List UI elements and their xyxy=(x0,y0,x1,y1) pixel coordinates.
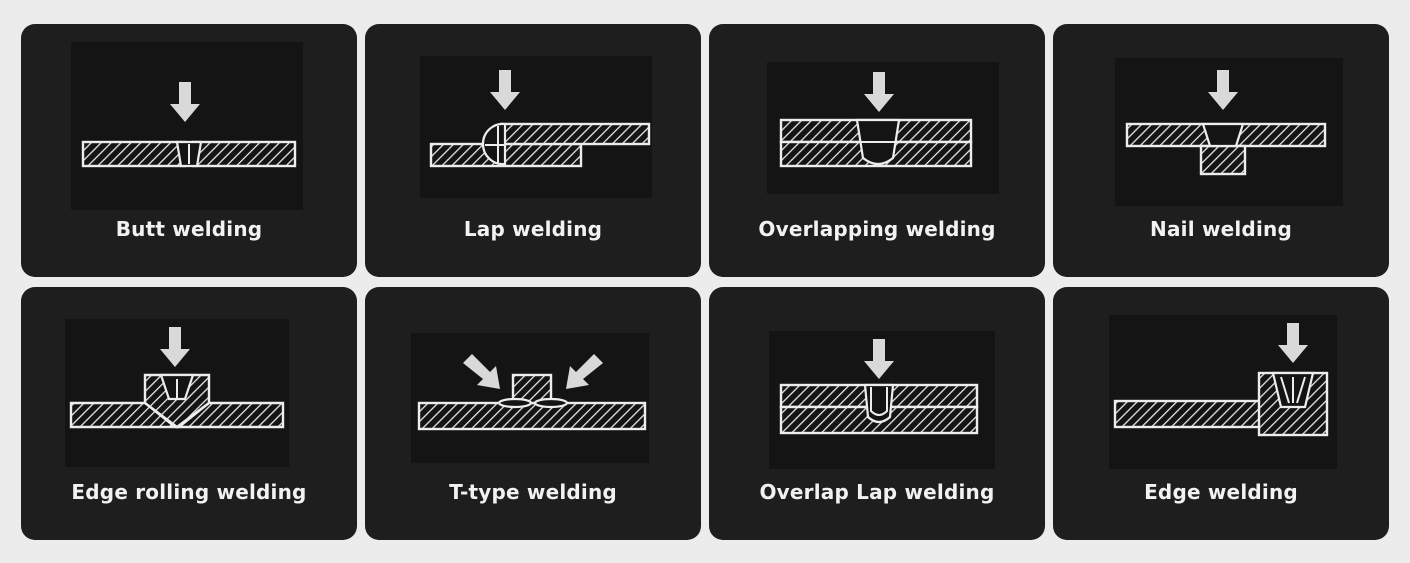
butt-weld-diagram-icon xyxy=(71,42,303,210)
card-label: Overlapping welding xyxy=(758,217,996,241)
card-label: Edge welding xyxy=(1144,480,1298,504)
edge-weld-diagram-icon xyxy=(1109,315,1337,469)
card-label: Overlap Lap welding xyxy=(759,480,995,504)
t-type-weld-diagram-icon xyxy=(411,333,649,463)
card-edge-rolling-welding: Edge rolling welding xyxy=(21,287,357,540)
card-label: Edge rolling welding xyxy=(71,480,307,504)
card-label: Butt welding xyxy=(115,217,263,241)
card-t-type-welding: T-type welding xyxy=(365,287,701,540)
card-overlap-lap-welding: Overlap Lap welding xyxy=(709,287,1045,540)
card-label: Nail welding xyxy=(1150,217,1292,241)
lap-weld-diagram-icon xyxy=(420,56,652,198)
card-lap-welding: Lap welding xyxy=(365,24,701,277)
card-label: Lap welding xyxy=(463,217,603,241)
edge-rolling-weld-diagram-icon xyxy=(65,319,289,467)
card-label: T-type welding xyxy=(449,480,617,504)
card-overlapping-welding: Overlapping welding xyxy=(709,24,1045,277)
overlap-lap-weld-diagram-icon xyxy=(769,331,995,469)
card-edge-welding: Edge welding xyxy=(1053,287,1389,540)
nail-weld-diagram-icon xyxy=(1115,58,1343,206)
overlapping-weld-diagram-icon xyxy=(767,62,999,194)
card-nail-welding: Nail welding xyxy=(1053,24,1389,277)
card-butt-welding: Butt welding xyxy=(21,24,357,277)
